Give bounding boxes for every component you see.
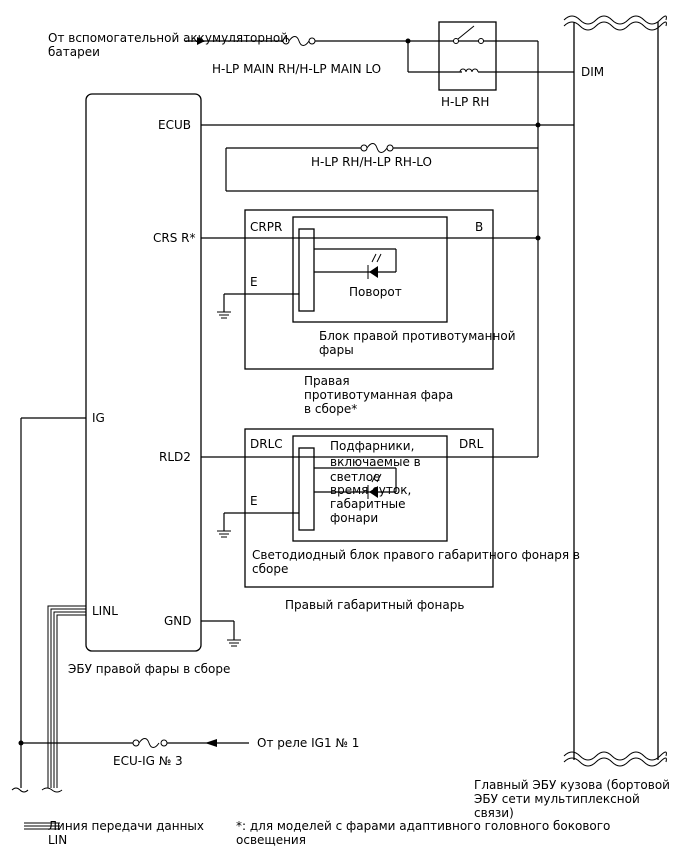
drlc-label: DRLC [250, 437, 283, 451]
crsr-label: CRS R* [153, 231, 196, 245]
led-block-label-2: сборе [252, 562, 288, 576]
drl-desc-label-3: светлое [330, 470, 380, 484]
headlamp-ecu-block [85, 93, 202, 652]
battery-feed [185, 36, 539, 238]
gnd-label: GND [164, 614, 192, 628]
from-relay-label: От реле IG1 № 1 [257, 736, 359, 750]
fog-block-label-2: фары [319, 343, 354, 357]
dim-label: DIM [581, 65, 604, 79]
relay-label: H-LP RH [441, 95, 489, 109]
e-terminal-label-2: E [250, 494, 258, 508]
e-terminal-label: E [250, 275, 258, 289]
fuse-main-label: H-LP MAIN RH/H-LP MAIN LO [212, 62, 381, 76]
body-ecu-label-2: ЭБУ сети мультиплексной [474, 792, 640, 806]
legend-lin-label-2: LIN [48, 833, 67, 847]
ecu-ground [201, 620, 241, 647]
fog-block-label: Блок правой противотуманной [319, 329, 516, 343]
ig-label: IG [92, 411, 105, 425]
legend-lin-label: Линия передачи данных [48, 819, 204, 833]
turn-label: Поворот [349, 285, 402, 299]
clearance-lamp-label: Правый габаритный фонарь [285, 598, 464, 612]
b-terminal-label: B [475, 220, 483, 234]
drl-desc-label-4: время суток, [330, 483, 411, 497]
drl-desc-label: Подфарники, [330, 439, 414, 453]
footnote-label: *: для моделей с фарами адаптивного голо… [236, 819, 610, 833]
clearance-lamp-assembly [201, 238, 539, 588]
drl-desc-label-6: фонари [330, 511, 378, 525]
lin-data-line [41, 605, 86, 793]
body-ecu-block [563, 15, 667, 767]
relay-h-lp-rh [438, 21, 574, 91]
lin-legend-symbol [24, 822, 60, 830]
linl-label: LINL [92, 604, 118, 618]
fuse-rh-label: H-LP RH/H-LP RH-LO [311, 155, 432, 169]
led-block-label: Светодиодный блок правого габаритного фо… [252, 548, 580, 562]
drl-label: DRL [459, 437, 484, 451]
ecub-label: ECUB [158, 118, 191, 132]
fog-assy-label-3: в сборе* [304, 402, 357, 416]
drl-desc-label-5: габаритные [330, 497, 406, 511]
aux-battery-label-2: батареи [48, 45, 100, 59]
rld2-label: RLD2 [159, 450, 191, 464]
crpr-label: CRPR [250, 220, 282, 234]
ig-circuit [11, 417, 249, 793]
body-ecu-label: Главный ЭБУ кузова (бортовой [474, 778, 670, 792]
footnote-label-2: освещения [236, 833, 306, 847]
ecub-circuit [201, 122, 574, 192]
ecu-title-label: ЭБУ правой фары в сборе [68, 662, 230, 676]
fuse-ecu-ig-label: ECU-IG № 3 [113, 754, 183, 768]
fog-assy-label: Правая [304, 374, 350, 388]
aux-battery-label: От вспомогательной аккумуляторной [48, 31, 288, 45]
fog-assy-label-2: противотуманная фара [304, 388, 453, 402]
drl-desc-label-2: включаемые в [330, 455, 421, 469]
fog-lamp-assembly [201, 209, 541, 370]
body-ecu-label-3: связи) [474, 806, 514, 820]
